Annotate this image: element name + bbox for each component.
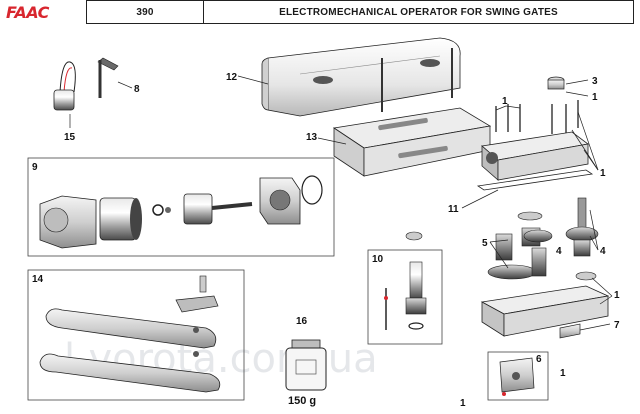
cover-part [261,37,461,117]
screws-part [495,100,579,134]
callout-9: 9 [32,162,38,173]
gearbox-lid-part [481,131,589,181]
callout-15: 15 [64,132,76,143]
callout-5: 5 [482,238,488,249]
hex-key-part [97,57,119,98]
release-shaft-part [384,261,427,330]
grease-jar-part [285,339,327,391]
capacitor-part [53,61,76,111]
callout-1-a: 1 [592,92,598,103]
faac-logo: FAAC [6,2,49,22]
callout-1-d: 1 [614,290,620,301]
callout-12: 12 [226,72,238,83]
articulated-arm-part [39,275,221,393]
stop-plate-part [499,357,535,396]
gearbox-housing-part [480,285,610,339]
stop-group-frame [487,351,549,401]
motor-group-frame [27,157,335,257]
callout-4-b: 4 [600,246,606,257]
sheet-title: ELECTROMECHANICAL OPERATOR FOR SWING GAT… [204,0,634,24]
motor-group-parts [39,175,323,249]
callout-8: 8 [134,84,140,95]
callout-1-b: 1 [502,96,508,107]
leader-lines [69,75,613,331]
callout-4-a: 4 [556,246,562,257]
callout-3: 3 [592,76,598,87]
callout-10: 10 [372,254,384,265]
bushing-part [547,76,565,90]
callout-1-c: 1 [600,168,606,179]
callout-1-e: 1 [560,368,566,379]
callout-14: 14 [32,274,44,285]
grease-weight-label: 150 g [288,395,316,407]
gear-set-part [405,197,599,281]
callout-16: 16 [296,316,308,327]
mounting-plate-part [332,107,492,177]
callout-7: 7 [614,320,620,331]
release-group-frame [367,249,443,345]
sheet-header: FAAC 390 ELECTROMECHANICAL OPERATOR FOR … [0,0,640,24]
callout-11: 11 [448,204,459,215]
callout-6: 6 [536,354,542,365]
arm-group-frame [27,269,245,401]
callout-13: 13 [306,132,318,143]
callout-1-f: 1 [460,398,466,409]
gasket-part [476,169,594,191]
model-code: 390 [86,0,204,24]
